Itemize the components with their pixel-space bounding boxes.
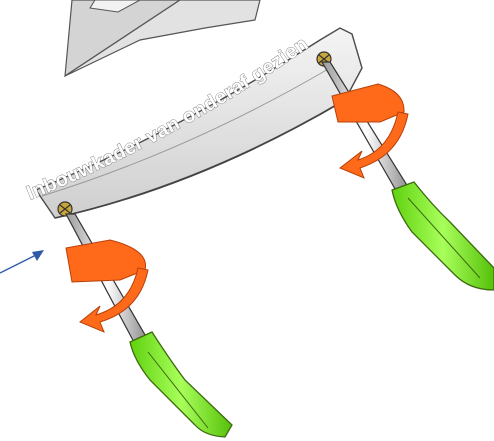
pointer-arrow-icon [0, 250, 44, 274]
unit-housing [64, 0, 261, 78]
rotation-arrow-icon [331, 83, 409, 179]
mounting-frame [34, 27, 363, 219]
screw-icon [57, 201, 73, 217]
rotation-arrow-icon [65, 239, 149, 333]
